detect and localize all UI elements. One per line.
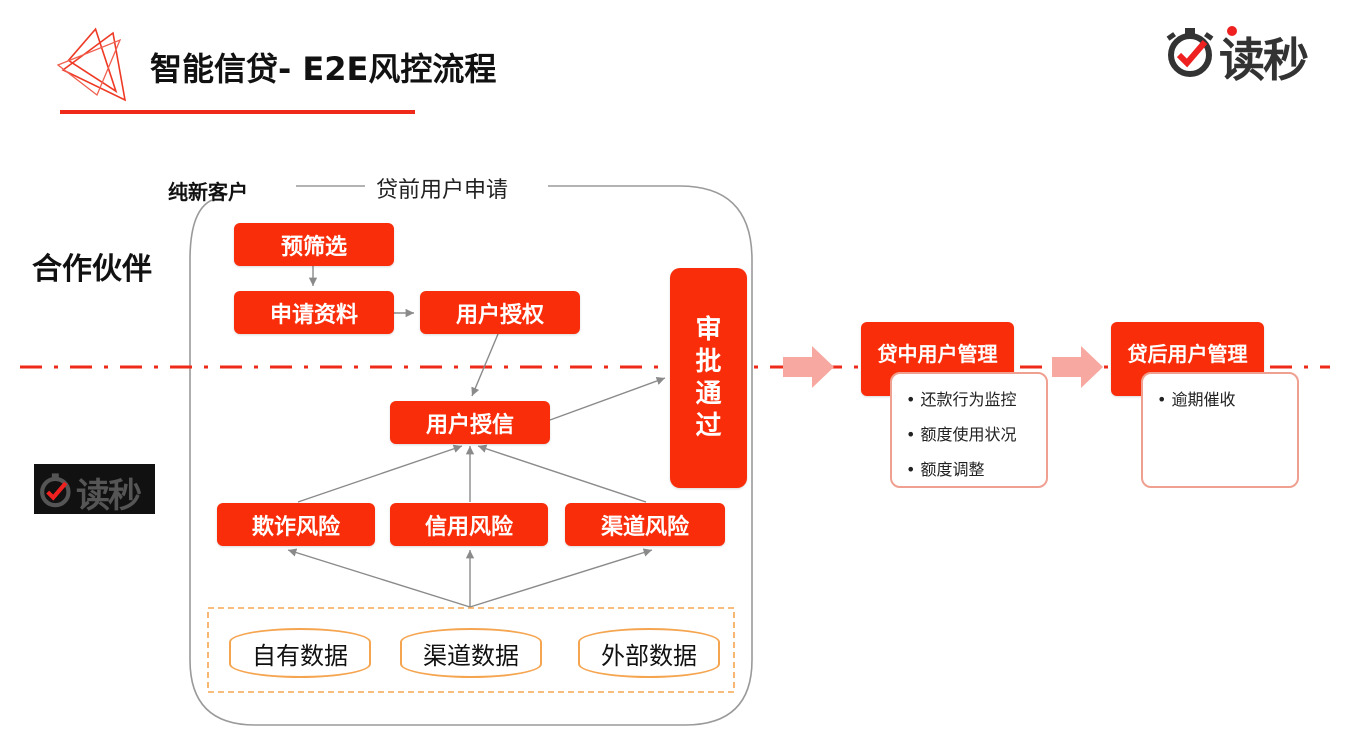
- pre-loan-group-border: [189, 185, 753, 726]
- post-loan-card: 逾期催收: [1141, 372, 1299, 488]
- own-data-cylinder: 自有数据: [229, 628, 371, 678]
- fraud-risk-box: 欺诈风险: [217, 503, 375, 546]
- channel-data-cylinder: 渠道数据: [400, 628, 542, 678]
- post-loan-title: 贷后用户管理: [1127, 342, 1248, 366]
- authorization-box: 用户授权: [420, 291, 580, 334]
- channel-risk-box: 渠道风险: [565, 503, 725, 546]
- partner-logo-text: 读秒: [76, 476, 142, 516]
- arrow-fraud-to-credit: [297, 444, 463, 503]
- partner-label: 合作伙伴: [32, 252, 152, 287]
- stopwatch-check-icon: [1166, 28, 1214, 77]
- partner-logo: 读秒: [34, 464, 155, 516]
- page-title: 智能信贷- E2E风控流程: [150, 50, 497, 88]
- arrow-data-to-channel: [469, 548, 653, 608]
- stage-arrow-icon: [1052, 346, 1103, 388]
- brand-logo: 读秒: [1165, 22, 1315, 87]
- in-loan-item: 额度使用状况: [906, 421, 1032, 445]
- logo-dot: [1227, 26, 1237, 36]
- arrow-data-to-fraud: [287, 548, 471, 608]
- approval-char: 通: [695, 379, 722, 409]
- application-box: 申请资料: [234, 291, 394, 334]
- arrow-credit-to-approval: [549, 376, 666, 421]
- brand-logo-text: 读秒: [1219, 33, 1309, 87]
- post-loan-item: 逾期催收: [1157, 386, 1283, 410]
- new-customer-label: 纯新客户: [168, 180, 248, 204]
- approval-char: 审: [695, 315, 722, 345]
- credit-grant-box: 用户授信: [390, 401, 550, 444]
- stage-arrow-icon: [783, 346, 834, 388]
- in-loan-item: 还款行为监控: [906, 386, 1032, 410]
- pre-loan-group-label: 贷前用户申请: [376, 178, 509, 203]
- approval-char: 过: [695, 411, 722, 441]
- arrow-authorization-to-credit: [471, 333, 499, 397]
- in-loan-title: 贷中用户管理: [877, 342, 998, 366]
- in-loan-card: 还款行为监控 额度使用状况 额度调整: [890, 372, 1048, 488]
- data-sources-box: [207, 607, 735, 693]
- approval-box: 审 批 通 过: [670, 268, 747, 488]
- arrow-channel-to-credit: [477, 444, 647, 503]
- prescreen-box: 预筛选: [234, 223, 394, 266]
- in-loan-item: 额度调整: [906, 456, 1032, 480]
- triangle-logo-icon: [56, 27, 127, 102]
- credit-risk-box: 信用风险: [390, 503, 548, 546]
- approval-char: 批: [695, 347, 722, 377]
- title-underline: [60, 110, 415, 114]
- stopwatch-check-icon: [40, 473, 71, 508]
- external-data-cylinder: 外部数据: [578, 628, 720, 678]
